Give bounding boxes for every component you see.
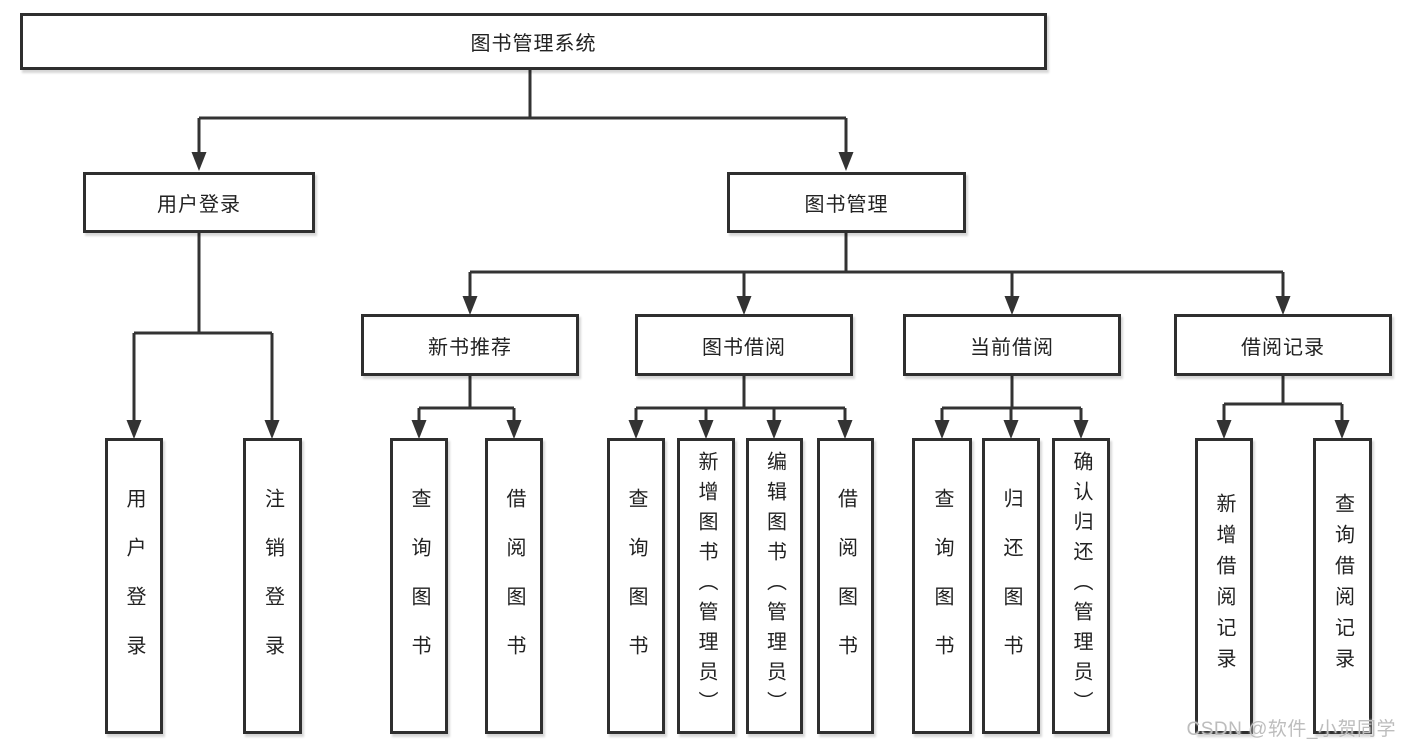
leaf-add-book-admin-label: 新增图书（管理员） — [695, 451, 717, 721]
leaf-edit-book-admin: 编辑图书（管理员） — [746, 438, 803, 734]
leaf-query-borrow-record: 查询借阅记录 — [1313, 438, 1372, 734]
node-book-management-label: 图书管理 — [804, 194, 889, 216]
node-user-login: 用户登录 — [83, 172, 315, 233]
leaf-query-borrow-record-label: 查询借阅记录 — [1331, 493, 1354, 679]
leaf-logout: 注销登录 — [243, 438, 302, 734]
leaf-logout-label: 注销登录 — [261, 488, 284, 684]
leaf-user-login: 用户登录 — [105, 438, 163, 734]
connector-recommendation-children — [411, 376, 522, 439]
node-library-system-label: 图书管理系统 — [470, 33, 597, 55]
leaf-borrow-books-borrow-label: 借阅图书 — [834, 488, 857, 684]
node-current-borrowing-label: 当前借阅 — [970, 336, 1054, 359]
node-book-management: 图书管理 — [727, 172, 966, 233]
leaf-add-book-admin: 新增图书（管理员） — [677, 438, 735, 734]
node-book-borrowing-label: 图书借阅 — [702, 336, 786, 359]
connector-book-management-modules — [462, 233, 1291, 315]
connector-borrowing-children — [628, 376, 853, 439]
leaf-borrow-books-recommend: 借阅图书 — [485, 438, 543, 734]
node-borrowing-records: 借阅记录 — [1174, 314, 1392, 376]
leaf-borrow-books-borrow: 借阅图书 — [817, 438, 874, 734]
leaf-return-book-label: 归还图书 — [1000, 488, 1022, 684]
node-current-borrowing: 当前借阅 — [903, 314, 1121, 376]
leaf-query-books-current-label: 查询图书 — [931, 488, 953, 684]
node-borrowing-records-label: 借阅记录 — [1241, 336, 1325, 359]
node-new-book-recommendation-label: 新书推荐 — [428, 336, 512, 359]
connector-root-to-level2 — [191, 70, 854, 171]
connector-user-login-children — [126, 233, 280, 439]
leaf-borrow-books-recommend-label: 借阅图书 — [503, 488, 525, 684]
leaf-add-borrow-record: 新增借阅记录 — [1195, 438, 1253, 734]
node-user-login-label: 用户登录 — [157, 194, 241, 216]
connector-records-children — [1216, 376, 1350, 439]
leaf-confirm-return-admin-label: 确认归还（管理员） — [1070, 451, 1092, 721]
leaf-query-books-borrow-label: 查询图书 — [625, 488, 647, 684]
leaf-edit-book-admin-label: 编辑图书（管理员） — [763, 451, 786, 721]
leaf-query-books-current: 查询图书 — [912, 438, 972, 734]
node-book-borrowing: 图书借阅 — [635, 314, 853, 376]
leaf-query-books-borrow: 查询图书 — [607, 438, 665, 734]
leaf-query-books-recommend: 查询图书 — [390, 438, 448, 734]
leaf-user-login-label: 用户登录 — [123, 488, 145, 684]
node-new-book-recommendation: 新书推荐 — [361, 314, 579, 376]
leaf-return-book: 归还图书 — [982, 438, 1040, 734]
leaf-add-borrow-record-label: 新增借阅记录 — [1213, 493, 1235, 679]
connector-current-borrow-children — [934, 376, 1089, 439]
leaf-query-books-recommend-label: 查询图书 — [408, 488, 430, 684]
leaf-confirm-return-admin: 确认归还（管理员） — [1052, 438, 1110, 734]
watermark-text: CSDN @软件_小贺同学 — [1186, 719, 1396, 740]
node-library-system: 图书管理系统 — [20, 13, 1047, 70]
